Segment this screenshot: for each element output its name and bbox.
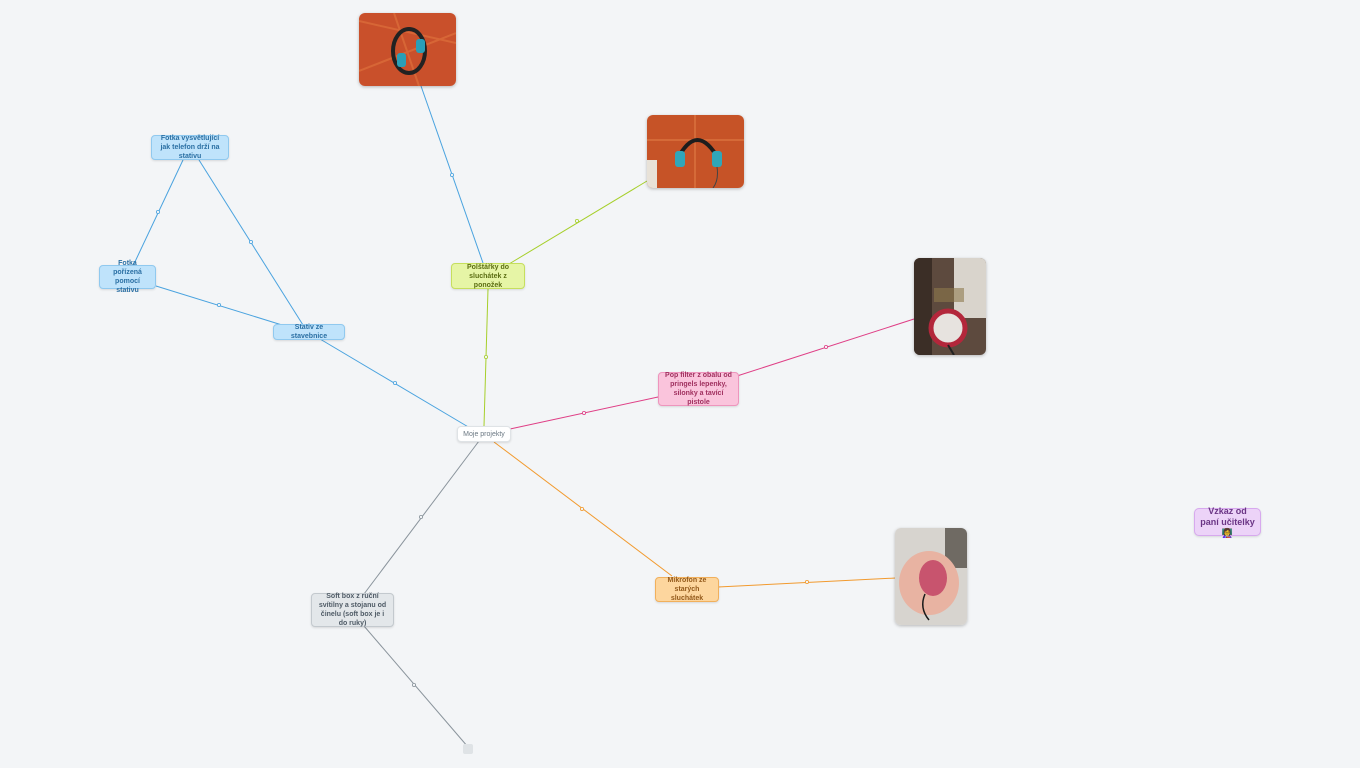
link-marker (582, 410, 587, 415)
node-mikrofon[interactable]: Mikrofon ze starých sluchátek (655, 577, 719, 602)
microphone-icon (895, 528, 967, 625)
microphone-photo[interactable] (895, 528, 967, 625)
link-marker (449, 172, 454, 177)
link-marker (216, 302, 221, 307)
note-vzkaz[interactable]: Vzkaz od paní učitelky 👩‍🏫 (1194, 506, 1261, 538)
node-soft-box[interactable]: Soft box z ruční svítilny a stojanu od č… (311, 593, 394, 627)
link-marker (411, 683, 416, 688)
root-node-moje-projekty[interactable]: Moje projekty (457, 426, 511, 442)
headphones-photo-1[interactable] (359, 13, 456, 86)
node-fotka-porizena[interactable]: Fotka pořízená pomocí stativu (99, 260, 156, 294)
link-marker (805, 580, 810, 585)
headphones-icon (647, 115, 744, 188)
link-marker (575, 218, 580, 223)
link-marker (824, 344, 829, 349)
link-soft-box-stub (363, 625, 469, 748)
link-marker (392, 380, 397, 385)
headphones-photo-2[interactable] (647, 115, 744, 188)
link-marker (155, 209, 160, 214)
empty-node-placeholder[interactable] (463, 744, 473, 754)
pop-filter-photo[interactable] (914, 258, 986, 355)
link-marker (418, 515, 423, 520)
node-pop-filter[interactable]: Pop filter z obalu od pringels lepenky, … (658, 372, 739, 406)
headphones-icon (359, 13, 456, 86)
link-marker (483, 354, 488, 359)
node-polstarky[interactable]: Polštářky do sluchátek z ponožek (451, 263, 525, 289)
node-fotka-vysvetlujici[interactable]: Fotka vysvětlující jak telefon drží na s… (151, 135, 229, 160)
node-stativ[interactable]: Stativ ze stavebnice (273, 324, 345, 340)
pop-filter-icon (914, 258, 986, 355)
link-marker (248, 239, 253, 244)
link-marker (580, 506, 585, 511)
